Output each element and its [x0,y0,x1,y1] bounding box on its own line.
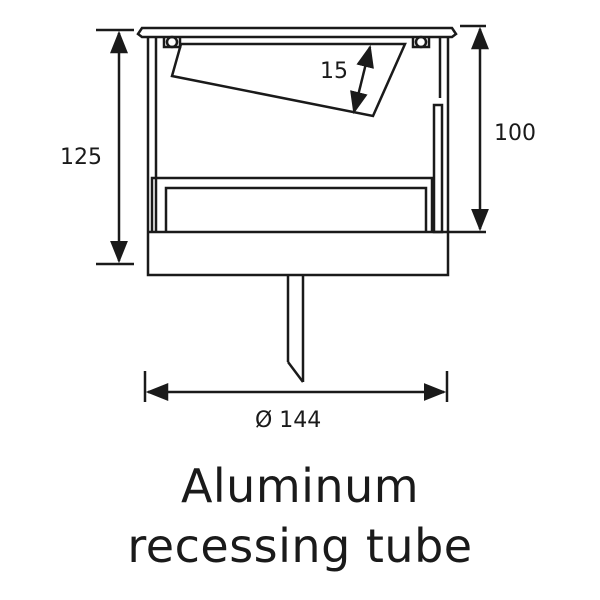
luminaire-body-inner [164,186,428,232]
screw-right [414,35,428,49]
top-flange [136,26,458,39]
hinge-right [411,37,431,49]
hinge-left [162,37,182,49]
dimension-height-total [96,28,134,266]
tilted-lamp-head [170,42,407,118]
dimension-diameter [143,371,449,402]
dimension-height-inner [448,24,489,234]
spring-clip-right [432,103,444,234]
dimension-tilt-angle [350,44,374,115]
dimension-tilt-angle-label: 15 [320,59,348,84]
power-cable [286,275,305,383]
recessing-tube-body [136,26,458,277]
dimension-height-inner-label: 100 [494,121,536,146]
tube-outer-wall [146,37,450,277]
dimension-height-total-label: 125 [60,145,102,170]
luminaire-body [150,176,434,232]
caption-title: Aluminum [180,459,420,513]
caption-subtitle: recessing tube [127,519,473,573]
screw-left [165,35,179,49]
dimension-diameter-label: Ø 144 [255,408,321,433]
